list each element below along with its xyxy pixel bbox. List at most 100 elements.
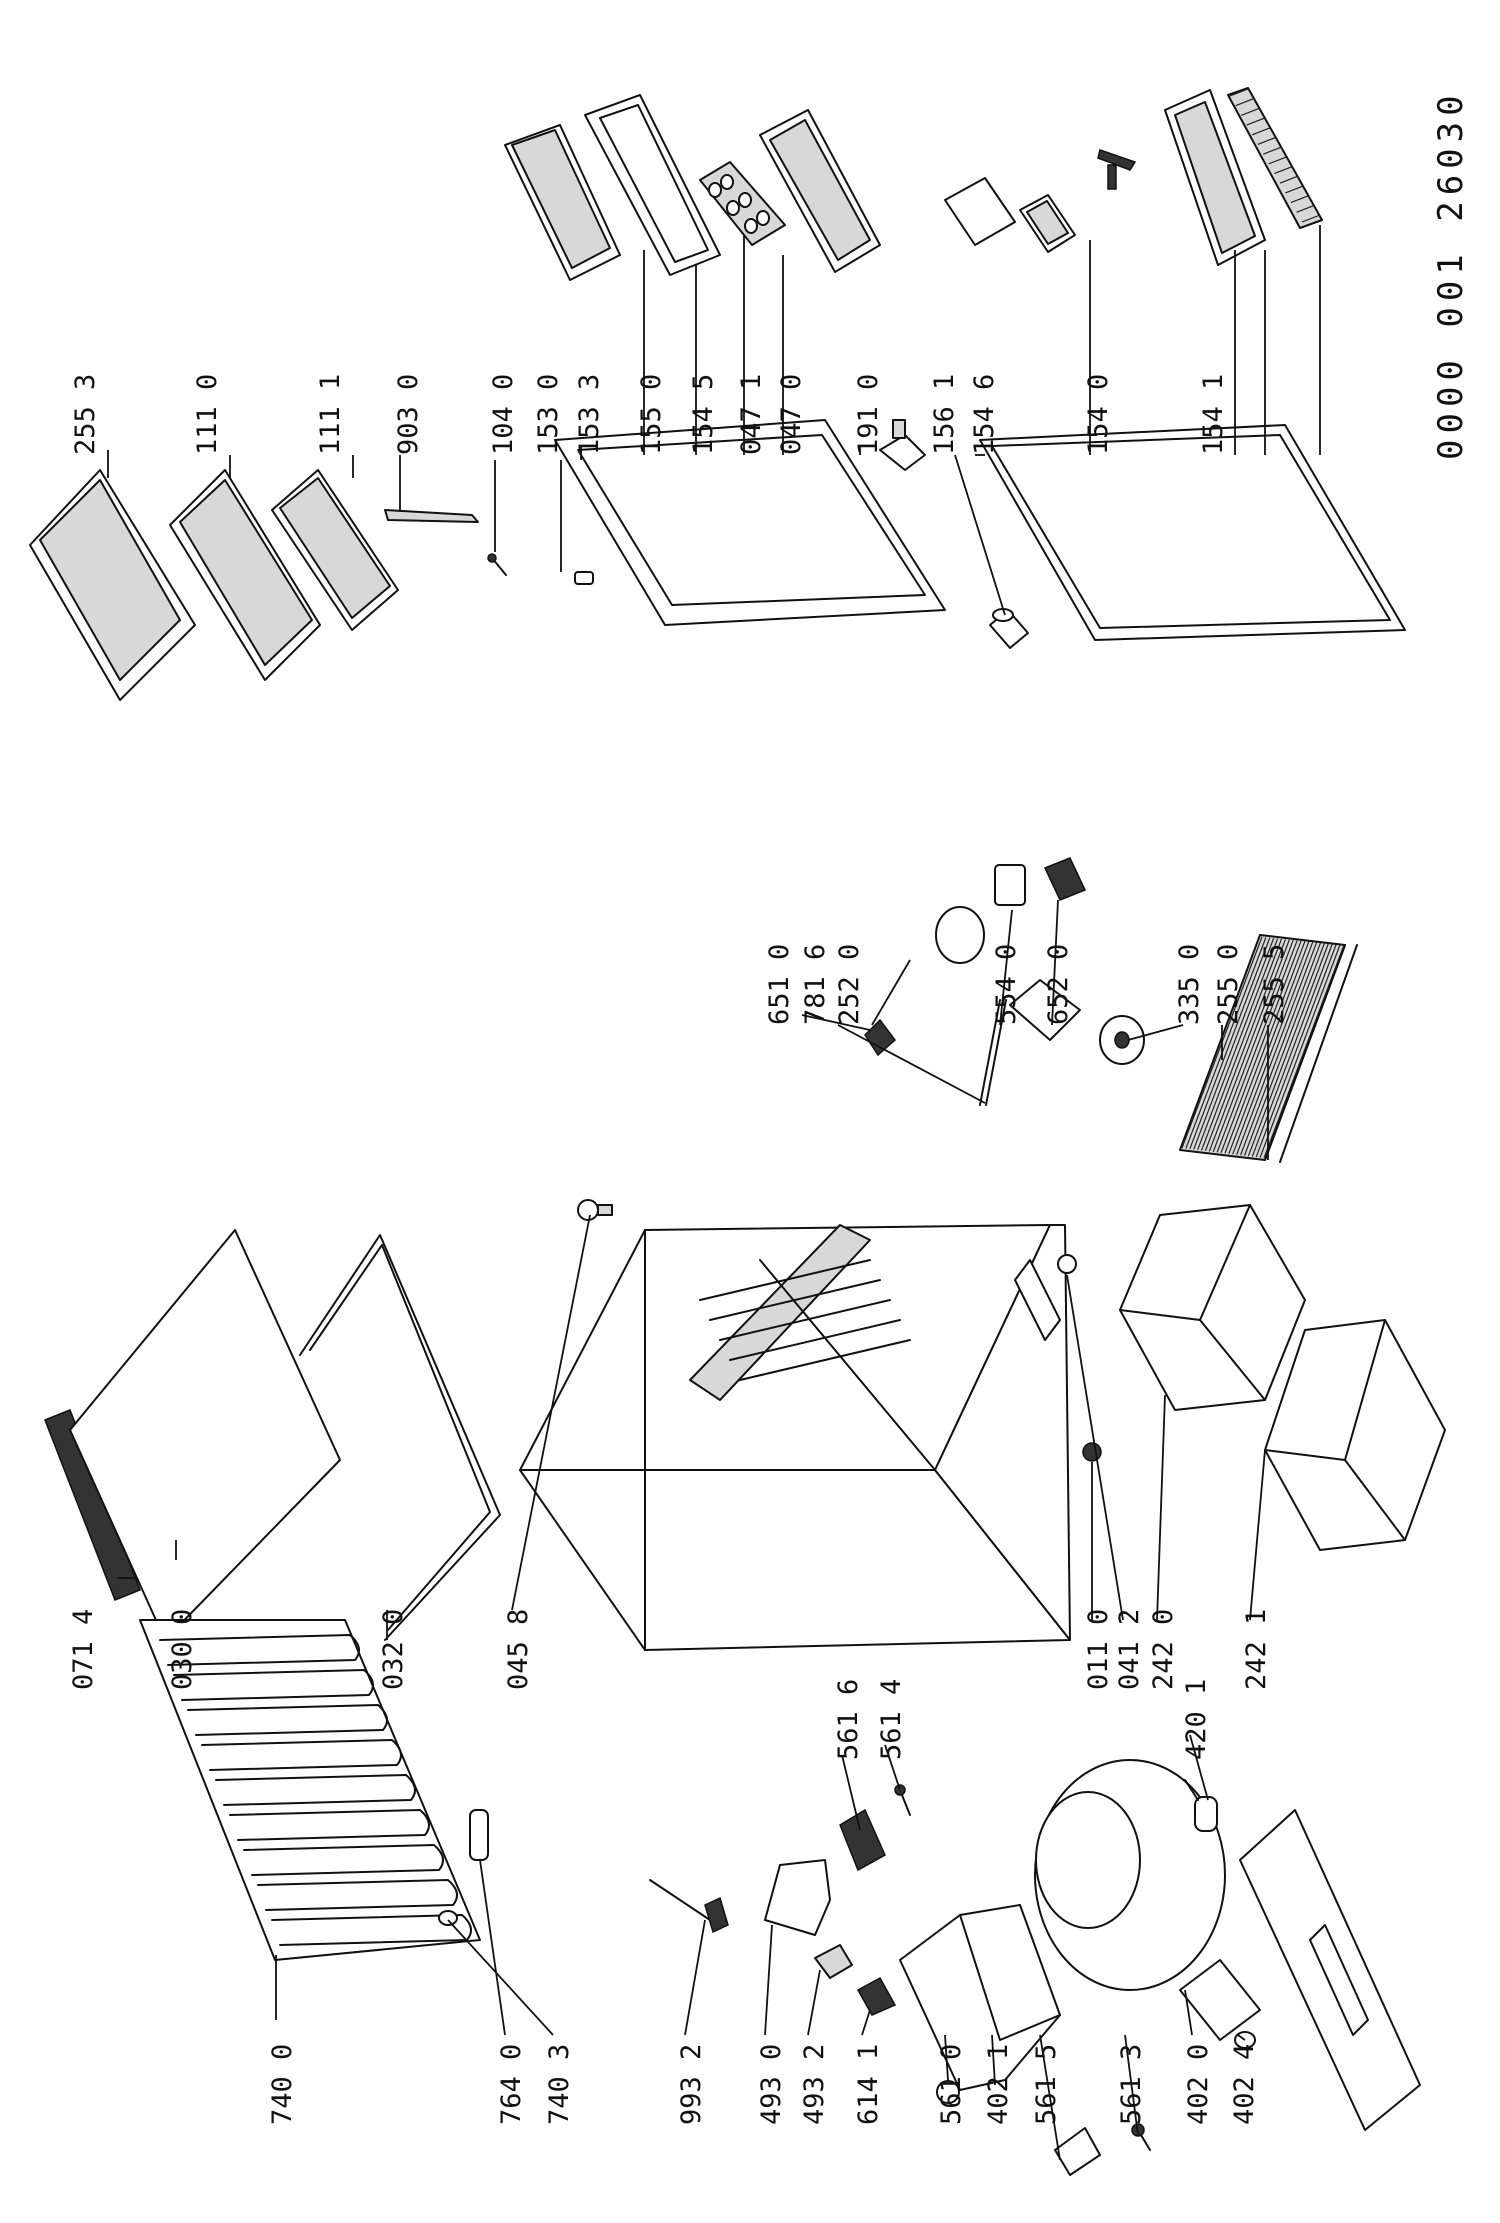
label-614-1: 614 1 bbox=[853, 2044, 884, 2125]
rod-781-6 bbox=[979, 999, 1007, 1106]
label-561-0: 561 0 bbox=[936, 2044, 967, 2125]
top-panel-030-0 bbox=[69, 1229, 341, 1641]
label-402-1: 402 1 bbox=[983, 2044, 1014, 2125]
label-561-4: 561 4 bbox=[876, 1679, 907, 1760]
label-493-0: 493 0 bbox=[756, 2044, 787, 2125]
switch-561-6 bbox=[839, 1808, 886, 1872]
label-047-1: 191 0 bbox=[853, 374, 884, 455]
grille-071-4 bbox=[44, 1409, 141, 1601]
label-071-4: 071 4 bbox=[68, 1609, 99, 1690]
condenser-coil bbox=[215, 1774, 416, 1806]
relay-493-2 bbox=[814, 1944, 853, 1979]
label-041-2: 041 2 bbox=[1114, 1609, 1145, 1690]
condenser-coil bbox=[187, 1704, 388, 1736]
label-255-5: 255 5 bbox=[1259, 944, 1290, 1025]
hatch-line bbox=[1243, 942, 1326, 1156]
hatch-line bbox=[1235, 98, 1254, 107]
hatch-line bbox=[1296, 204, 1315, 213]
hatch-line bbox=[1216, 940, 1298, 1153]
label-155-0: 047 1 bbox=[736, 374, 767, 455]
filter-764-0 bbox=[469, 1809, 489, 1861]
part-labels: 255 3 111 0 111 1 903 0 104 0 153 0 153 … bbox=[68, 89, 1471, 2125]
door-shelf-154-1 bbox=[1227, 87, 1323, 229]
compressor-402-0 bbox=[1034, 1759, 1261, 2041]
label-420-1: 420 1 bbox=[1181, 1679, 1212, 1760]
egg-cup bbox=[708, 182, 722, 198]
housing-402-1 bbox=[899, 1904, 1061, 2091]
drawing-number: 0000 001 26030 bbox=[1431, 89, 1471, 460]
door-shelf-154-5 bbox=[759, 109, 881, 273]
leader-lines bbox=[107, 225, 1321, 2161]
hinge-045-8 bbox=[577, 1199, 613, 1221]
screw-561-4 bbox=[894, 1784, 911, 1816]
label-561-5: 561 5 bbox=[1031, 2044, 1062, 2125]
label-561-3: 561 3 bbox=[1116, 2044, 1147, 2125]
butter-box-156-1 bbox=[944, 177, 1016, 246]
clip-154-6 bbox=[1097, 149, 1137, 190]
hatch-line bbox=[1251, 127, 1271, 136]
hatch-line bbox=[1224, 940, 1306, 1154]
hatch-line bbox=[1247, 943, 1329, 1157]
egg-cup bbox=[738, 192, 752, 208]
label-652-0: 652 0 bbox=[1043, 944, 1074, 1025]
label-242-1: 242 1 bbox=[1241, 1609, 1272, 1690]
hatch-line bbox=[1259, 944, 1341, 1158]
glass-shelf-255-0 bbox=[1179, 934, 1346, 1161]
label-011-0: 011 0 bbox=[1083, 1609, 1114, 1690]
label-030-0: 030 0 bbox=[167, 1609, 198, 1690]
hinge-041-2 bbox=[1014, 1254, 1077, 1341]
hinge-047-1 bbox=[879, 419, 926, 471]
label-111-0: 903 0 bbox=[393, 374, 424, 455]
foot-011-0 bbox=[1082, 1442, 1102, 1462]
label-153-0: 155 0 bbox=[636, 374, 667, 455]
label-045-8: 045 8 bbox=[503, 1609, 534, 1690]
shelf-trim-255-5 bbox=[1264, 944, 1358, 1163]
condenser-coil bbox=[173, 1669, 374, 1701]
door-frame-104-0 bbox=[554, 419, 946, 626]
label-047-0: 156 1 bbox=[929, 374, 960, 455]
label-740-0: 740 0 bbox=[267, 2044, 298, 2125]
bracket-111-0 bbox=[384, 509, 479, 523]
door-shelf-153-3 bbox=[584, 94, 721, 276]
hatch-line bbox=[1246, 117, 1265, 126]
door-gasket-191-0 bbox=[979, 424, 1406, 641]
label-154-5: 047 0 bbox=[776, 374, 807, 455]
hatch-line bbox=[1204, 939, 1286, 1152]
label-561-6: 561 6 bbox=[833, 1679, 864, 1760]
hatch-line bbox=[1232, 941, 1314, 1155]
label-242-0: 242 0 bbox=[1148, 1609, 1179, 1690]
probe-993-2 bbox=[649, 1879, 729, 1934]
egg-cup bbox=[726, 200, 740, 216]
screw-111-1 bbox=[487, 553, 507, 576]
hatch-line bbox=[1240, 107, 1260, 116]
hatch-line bbox=[1255, 944, 1337, 1158]
door-shelf-154-0 bbox=[1164, 89, 1266, 266]
thermostat-614-1 bbox=[856, 1976, 897, 2016]
egg-tray-155-0 bbox=[699, 161, 786, 246]
shelf-255-3 bbox=[271, 469, 399, 631]
egg-cup bbox=[756, 210, 770, 226]
hatch-line bbox=[1189, 937, 1271, 1150]
crisper-242-0 bbox=[1119, 1204, 1306, 1411]
lamp-651-0 bbox=[864, 1018, 897, 1057]
crisper-242-1 bbox=[1264, 1319, 1446, 1551]
thermostat-554-0 bbox=[994, 864, 1026, 906]
label-554-0: 554 0 bbox=[991, 944, 1022, 1025]
egg-cup bbox=[720, 174, 734, 190]
label-032-0: 032 0 bbox=[378, 1609, 409, 1690]
knob-335-0 bbox=[1099, 1015, 1145, 1065]
label-191-0: 154 6 bbox=[969, 374, 1000, 455]
hatch-line bbox=[1212, 939, 1294, 1153]
label-903-0: 153 0 bbox=[533, 374, 564, 455]
condenser-coil bbox=[243, 1844, 444, 1876]
cabinet-body bbox=[519, 1224, 1071, 1651]
bracket-561-5 bbox=[1054, 2127, 1101, 2176]
door-shelf-153-0 bbox=[504, 124, 621, 281]
switch-652-0 bbox=[1043, 857, 1087, 901]
cover-493-0 bbox=[764, 1859, 831, 1936]
hatch-line bbox=[1236, 942, 1318, 1155]
label-154-6: 154 1 bbox=[1198, 374, 1229, 455]
hatch-line bbox=[1240, 942, 1322, 1156]
hatch-line bbox=[1279, 175, 1299, 184]
hatch-line bbox=[1285, 185, 1304, 194]
